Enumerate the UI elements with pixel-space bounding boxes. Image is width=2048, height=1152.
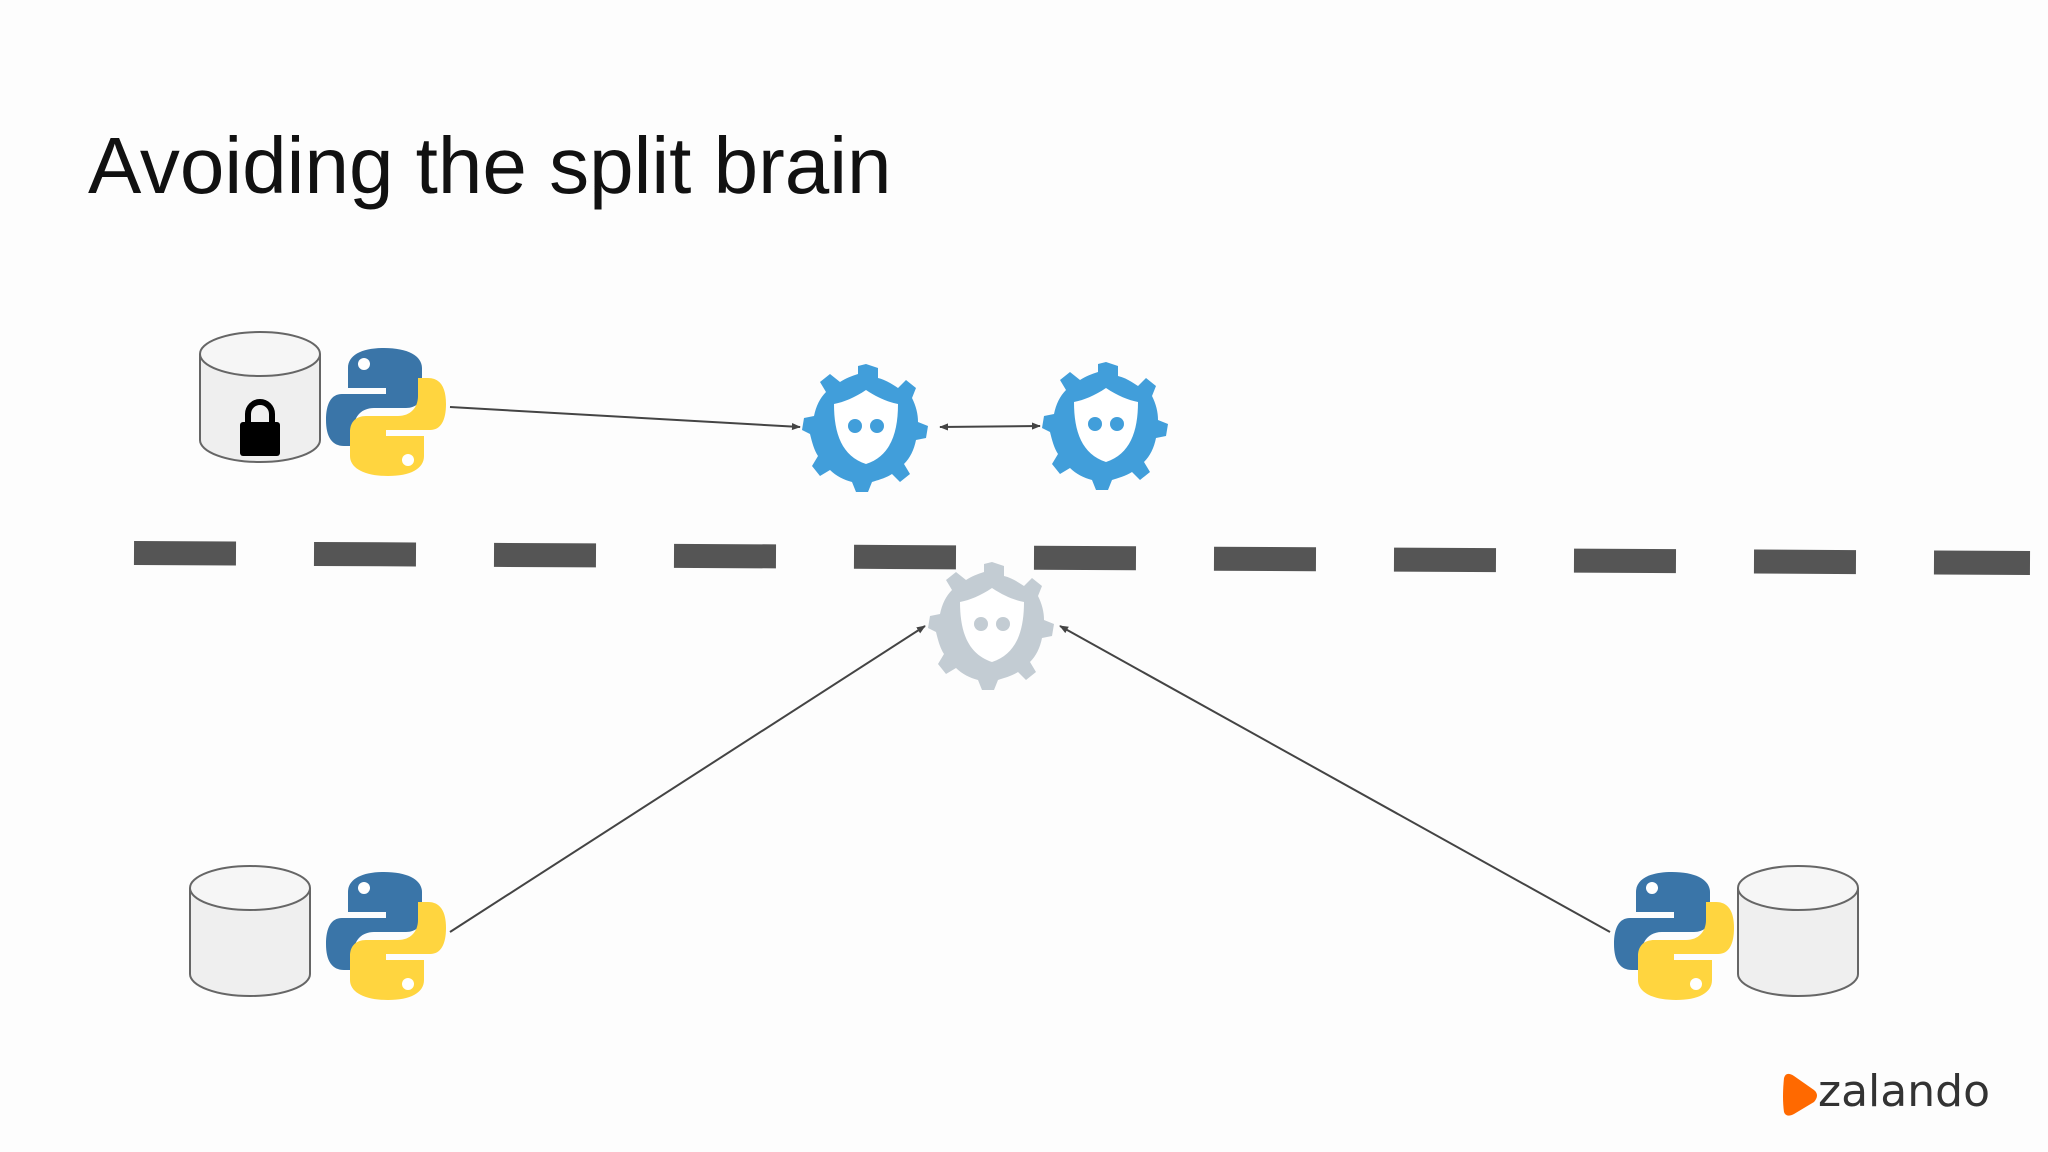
database-icon bbox=[189, 865, 311, 997]
python-icon bbox=[1614, 872, 1734, 1000]
zalando-logo: zalando bbox=[1783, 1066, 1990, 1117]
python-icon bbox=[326, 348, 446, 476]
edge-patroni-bottom-left-to-etcd-c bbox=[449, 625, 926, 933]
etcd-icon-unreachable bbox=[928, 562, 1054, 690]
etcd-icon-active bbox=[1042, 362, 1168, 490]
python-icon bbox=[326, 872, 446, 1000]
edge-etcd-a-to-etcd-b bbox=[939, 422, 1041, 431]
etcd-icon-active bbox=[802, 364, 928, 492]
page-title: Avoiding the split brain bbox=[88, 121, 892, 210]
database-icon bbox=[1737, 865, 1859, 997]
edge-patroni-bottom-right-to-etcd-c bbox=[1059, 625, 1611, 933]
network-partition-line bbox=[133, 541, 2031, 575]
zalando-wordmark: zalando bbox=[1818, 1066, 1990, 1117]
edge-patroni-top-to-etcd-a bbox=[449, 406, 801, 431]
zalando-play-icon bbox=[1783, 1073, 1817, 1116]
